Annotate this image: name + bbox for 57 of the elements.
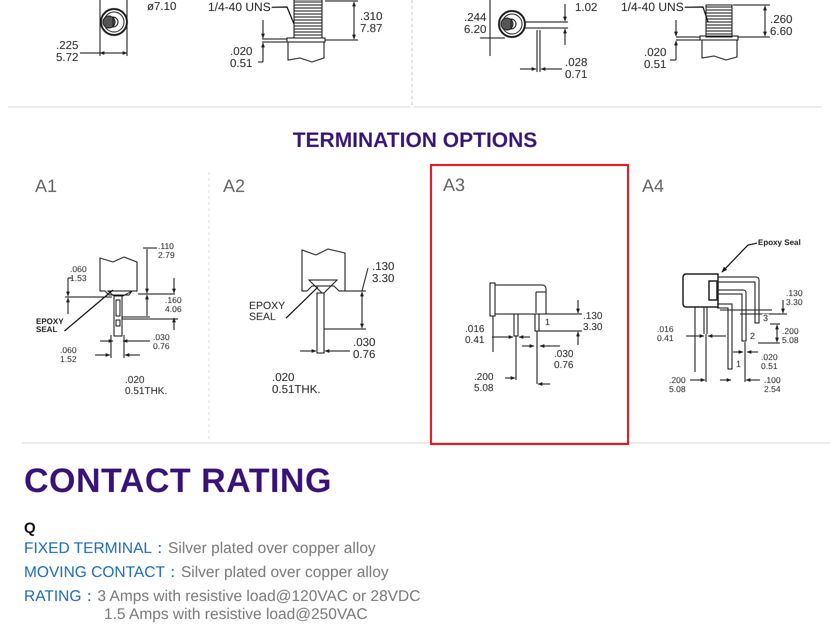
highlight-frame <box>430 164 629 445</box>
dimension-label: .020 0.51THK. <box>125 376 168 397</box>
dimension-label: .020 0.51 <box>230 46 252 70</box>
callout-label: 1/4-40 UNS <box>208 1 271 14</box>
option-heading: A4 <box>642 176 664 197</box>
dimension-label: .020 0.51 <box>644 47 666 72</box>
dimension-label: .110 2.79 <box>158 242 175 260</box>
dimension-label: .130 3.30 <box>583 312 602 333</box>
dimension-label: .244 6.20 <box>464 12 486 36</box>
callout-label: 1/4-40 UNS <box>621 1 684 14</box>
pin-number: 1 <box>544 318 552 327</box>
leader-line <box>721 242 758 273</box>
dimension-label: .028 0.71 <box>565 57 588 82</box>
dimension-label: .030 0.76 <box>353 337 376 362</box>
callout-label: Epoxy Seal <box>758 239 801 248</box>
callout-label: EPOXY SEAL <box>249 301 285 324</box>
dimension-label: .310 7.87 <box>360 11 382 36</box>
leader-line <box>64 290 114 332</box>
leader-line <box>286 286 318 319</box>
model-letter: Q <box>24 520 36 537</box>
option-heading: A1 <box>35 176 58 197</box>
section-heading: TERMINATION OPTIONS <box>292 129 538 153</box>
dimension-label: .130 3.30 <box>372 261 394 286</box>
option-heading: A3 <box>443 175 466 196</box>
dimension-label: .130 3.30 <box>786 289 803 307</box>
dimension-label: .260 6.60 <box>770 14 792 38</box>
dimension-label: 1.02 <box>575 2 598 14</box>
dimension-label: .030 0.76 <box>554 350 574 371</box>
dimension-label: .200 5.08 <box>782 327 799 345</box>
dimension-label: ø7.10 <box>147 1 176 14</box>
leader-line <box>684 6 709 22</box>
spec-value: 3 Amps with resistive load@120VAC or 28VDC <box>97 588 420 606</box>
pin-number: 1 <box>735 360 742 369</box>
spec-key: FIXED TERMINAL： <box>24 538 168 559</box>
dimension-label: .100 2.54 <box>764 376 781 394</box>
pin-number: 2 <box>749 332 756 341</box>
dimension-label: .060 1.52 <box>60 346 77 364</box>
dimension-label: .160 4.06 <box>165 296 182 314</box>
dimension-label: .020 0.51 <box>761 353 778 371</box>
dimension-label: .030 0.76 <box>153 333 170 351</box>
callout-label: EPOXY SEAL <box>36 318 64 335</box>
dimension-label: .020 0.51THK. <box>272 372 321 396</box>
spec-key: RATING： <box>24 586 98 607</box>
spec-value: 1.5 Amps with resistive load@250VAC <box>104 606 368 624</box>
leader-line <box>272 6 295 24</box>
spec-value: Silver plated over copper alloy <box>168 540 376 558</box>
section-heading: CONTACT RATING <box>24 462 332 501</box>
dimension-label: .200 5.08 <box>474 373 494 394</box>
dimension-label: .225 5.72 <box>56 40 78 64</box>
spec-value: Silver plated over copper alloy <box>180 564 389 582</box>
option-heading: A2 <box>223 176 246 197</box>
dimension-label: .016 0.41 <box>465 325 484 346</box>
dimension-label: .016 0.41 <box>657 325 674 343</box>
dimension-label: .060 1.53 <box>70 265 87 283</box>
spec-key: MOVING CONTACT： <box>24 562 181 583</box>
pin-number: 3 <box>762 314 770 323</box>
dimension-label: .200 5.08 <box>669 376 686 394</box>
